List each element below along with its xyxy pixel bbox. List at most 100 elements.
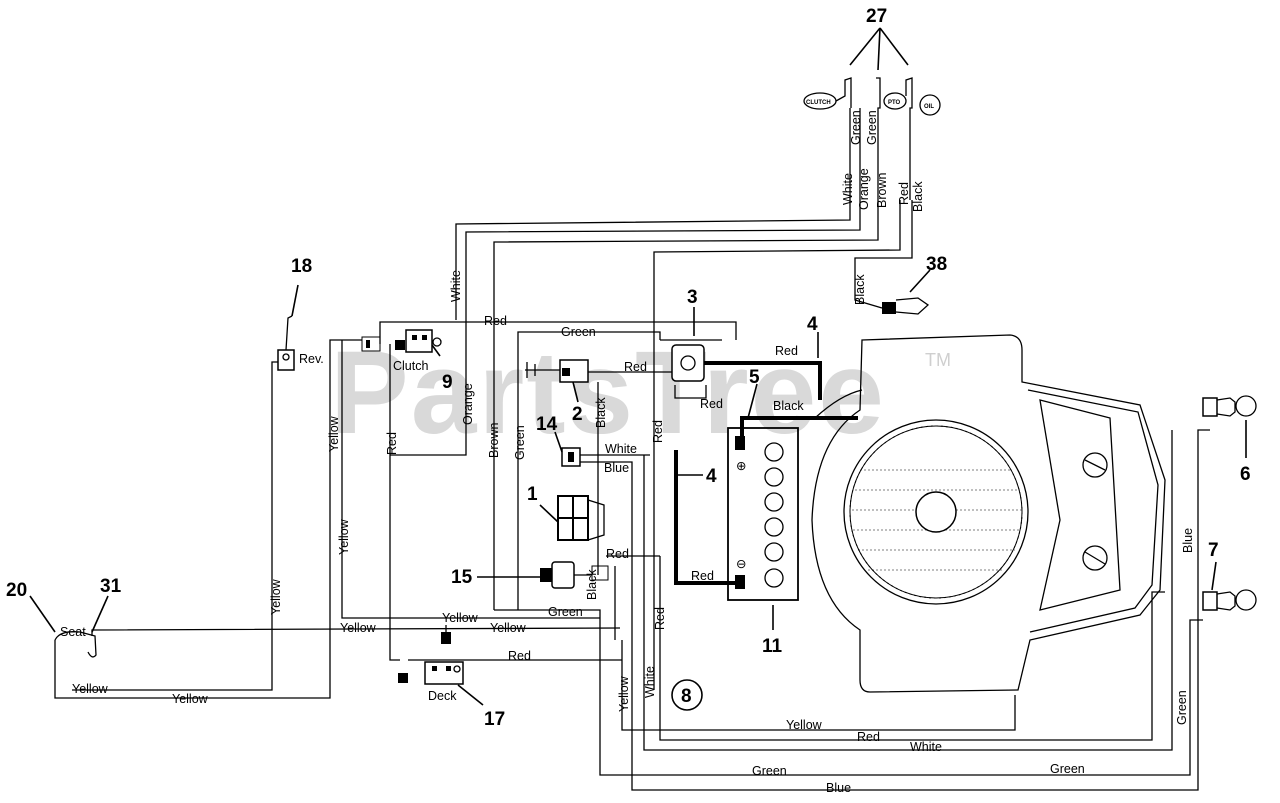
wire-label-green-h4: Green [1050, 762, 1085, 776]
wire-label-yellow-h5: Yellow [172, 692, 209, 706]
wire-label-red-low: Red [653, 607, 667, 630]
callout-numbers: 27 38 3 4 5 4 11 6 7 8 9 2 14 1 15 17 18… [6, 6, 1251, 730]
indicator-lamps [803, 77, 941, 200]
wire-label-red-left: Red [385, 432, 399, 455]
rectifier [557, 495, 605, 541]
callout-18: 18 [291, 256, 312, 277]
component-text: Rev. Clutch Seat Deck CLUTCH PTO OIL [60, 100, 934, 703]
wire-label-red-top: Red [897, 182, 911, 205]
wire-label-brown-top: Brown [875, 173, 889, 208]
lamp-oil-label: OIL [924, 104, 934, 110]
callout-8-circle [671, 679, 703, 711]
callout-9: 9 [442, 372, 453, 393]
component-38 [882, 297, 930, 315]
wire-label-blue-h1: Blue [604, 461, 629, 475]
wire-label-white-h2: White [910, 740, 942, 754]
seat-switch [54, 631, 97, 658]
sensor-15 [540, 561, 609, 589]
lamp-pto-label: PTO [888, 100, 901, 106]
wire-label-red-h7: Red [508, 649, 531, 663]
engine-outline [811, 334, 1166, 693]
wire-label-red-h1: Red [484, 314, 507, 328]
wire-label-green-h2: Green [548, 605, 583, 619]
trademark-mark: TM [925, 350, 951, 370]
wire-label-green-2: Green [865, 110, 879, 145]
rev-label: Rev. [299, 352, 324, 366]
wire-label-red-h8: Red [857, 730, 880, 744]
wire-label-green-right: Green [1175, 690, 1189, 725]
wire-label-yellow-low: Yellow [617, 675, 631, 712]
callout-4-top: 4 [807, 314, 818, 335]
seat-label: Seat [60, 625, 86, 639]
callout-11: 11 [762, 636, 783, 657]
svg-text:⊕: ⊕ [736, 459, 746, 473]
wire-label-black-top: Black [911, 181, 925, 212]
callout-27: 27 [866, 6, 887, 27]
light-switch [561, 447, 581, 467]
wire-label-black-2: Black [594, 397, 608, 428]
wire-label-white-top: White [841, 173, 855, 205]
wire-label-yellow-h6: Yellow [786, 718, 823, 732]
reverse-switch [277, 315, 295, 371]
wire-label-red-h2: Red [624, 360, 647, 374]
wire-label-red-h5: Red [606, 547, 629, 561]
wire-label-yellow-h4: Yellow [72, 682, 109, 696]
wire-color-labels: Green Green White Orange Brown Red Black… [72, 110, 1195, 795]
callout-7: 7 [1208, 540, 1219, 561]
wire-label-white-left: White [449, 270, 463, 302]
deck-label: Deck [428, 689, 457, 703]
wire-label-green-1: Green [849, 110, 863, 145]
callout-6: 6 [1240, 464, 1251, 485]
callout-14: 14 [536, 414, 558, 435]
battery: ⊕ ⊖ [727, 427, 799, 601]
wire-label-red-mid: Red [651, 420, 665, 443]
wire-label-black-15: Black [585, 569, 599, 600]
lamp-clutch-label: CLUTCH [806, 100, 831, 106]
headlight-6 [1202, 395, 1257, 417]
callout-arrows [29, 27, 1247, 706]
callout-38: 38 [926, 254, 947, 275]
callout-3: 3 [687, 287, 698, 308]
wire-label-white-h1: White [605, 442, 637, 456]
wire-label-yellow-1: Yellow [327, 415, 341, 452]
callout-4-side: 4 [706, 466, 717, 487]
callout-1: 1 [527, 484, 538, 505]
callout-15: 15 [451, 567, 473, 588]
wire-label-red-h4: Red [700, 397, 723, 411]
callout-17: 17 [484, 709, 505, 730]
wire-label-blue-h2: Blue [826, 781, 851, 795]
wire-label-yellow-h2: Yellow [340, 621, 377, 635]
svg-text:⊖: ⊖ [736, 557, 746, 571]
wire-label-yellow-2: Yellow [337, 518, 351, 555]
callout-31: 31 [100, 576, 122, 597]
callout-8: 8 [681, 686, 692, 707]
wire-harness [54, 200, 1210, 791]
wire-label-orange-top: Orange [857, 168, 871, 210]
wire-label-yellow-h1: Yellow [442, 611, 479, 625]
battery-cables [674, 361, 858, 585]
wire-label-green-left: Green [513, 425, 527, 460]
callout-20: 20 [6, 580, 27, 601]
clutch-switch [361, 329, 442, 353]
wire-label-green-h1: Green [561, 325, 596, 339]
ignition-switch [525, 359, 589, 383]
wire-label-black-38: Black [853, 274, 867, 305]
wire-label-red-h3: Red [775, 344, 798, 358]
wire-label-brown-left: Brown [487, 423, 501, 458]
callout-5: 5 [749, 367, 760, 388]
callout-2: 2 [572, 404, 583, 425]
wire-label-red-h6: Red [691, 569, 714, 583]
deck-switch [398, 632, 464, 685]
headlight-7 [1202, 589, 1257, 611]
wire-label-black-h1: Black [773, 399, 804, 413]
wire-label-white-low: White [643, 666, 657, 698]
clutch-label: Clutch [393, 359, 428, 373]
wire-label-blue-right: Blue [1181, 528, 1195, 553]
wire-label-yellow-3: Yellow [269, 578, 283, 615]
wire-label-orange-left: Orange [461, 383, 475, 425]
starter-solenoid [660, 339, 722, 399]
wire-label-green-h3: Green [752, 764, 787, 778]
wire-label-yellow-h3: Yellow [490, 621, 527, 635]
